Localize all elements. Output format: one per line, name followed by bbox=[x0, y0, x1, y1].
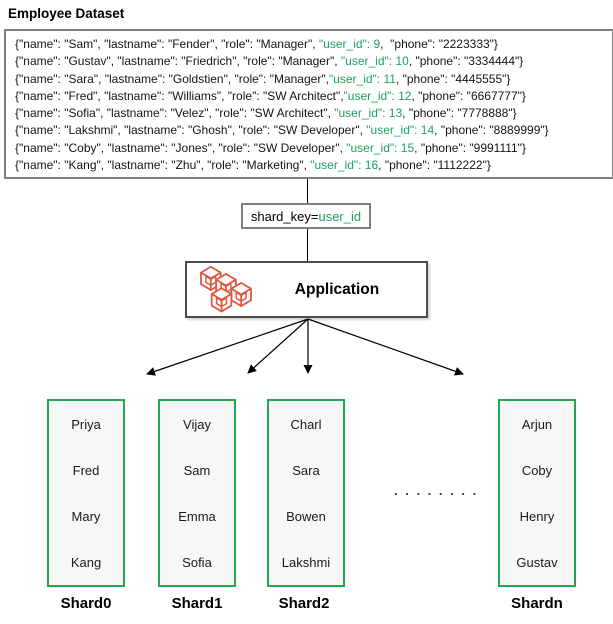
application-box: Application bbox=[185, 261, 428, 318]
shard-entry: Henry bbox=[519, 508, 555, 524]
dataset-record: {"name": "Sofia", "lastname": "Velez", "… bbox=[15, 105, 612, 122]
shard-entry: Vijay bbox=[183, 416, 211, 432]
dataset-record: {"name": "Gustav", "lastname": "Friedric… bbox=[15, 53, 612, 70]
record-text: , "phone": "7778888"} bbox=[402, 106, 517, 121]
shard-entry: Fred bbox=[72, 462, 100, 478]
shard-entry: Mary bbox=[71, 508, 101, 524]
record-text: , "phone": "9991111"} bbox=[414, 140, 526, 155]
record-text: , "phone": "1112222"} bbox=[378, 158, 491, 173]
shard-entry: Arjun bbox=[521, 416, 553, 432]
record-shard-key: "user_id": 9 bbox=[318, 37, 381, 51]
cubes-icon bbox=[200, 265, 252, 312]
shard-entry: Coby bbox=[521, 462, 553, 478]
shard-entry: Charl bbox=[290, 416, 322, 432]
dataset-record: {"name": "Lakshmi", "lastname": "Ghosh",… bbox=[15, 122, 612, 139]
record-text: , "phone": "2223333"} bbox=[380, 37, 498, 51]
record-text: {"name": "Lakshmi", "lastname": "Ghosh",… bbox=[15, 123, 367, 138]
shard-entry: Sam bbox=[183, 462, 211, 478]
shardn-label: Shardn bbox=[511, 595, 563, 612]
record-text: {"name": "Sam", "lastname": "Fender", "r… bbox=[15, 37, 319, 51]
shard-key-box: shard_key=user_id bbox=[241, 203, 371, 229]
shard-entry: Gustav bbox=[516, 554, 558, 570]
record-text: {"name": "Kang", "lastname": "Zhu", "rol… bbox=[15, 158, 311, 173]
shard0-box: Priya Fred Mary Kang bbox=[47, 399, 125, 587]
record-shard-key: "user_id": 14 bbox=[366, 123, 435, 138]
shard-entry: Bowen bbox=[286, 508, 326, 524]
shardn-box: Arjun Coby Henry Gustav bbox=[498, 399, 576, 587]
dataset-record: {"name": "Sam", "lastname": "Fender", "r… bbox=[15, 36, 612, 53]
record-shard-key: "user_id": 10 bbox=[340, 54, 409, 69]
application-label: Application bbox=[294, 280, 380, 298]
shard2-box: Charl Sara Bowen Lakshmi bbox=[267, 399, 345, 587]
record-text: {"name": "Gustav", "lastname": "Friedric… bbox=[15, 54, 341, 69]
record-text: {"name": "Coby", "lastname": "Jones", "r… bbox=[15, 140, 347, 155]
fanout-arrows bbox=[146, 318, 464, 376]
dataset-record: {"name": "Kang", "lastname": "Zhu", "rol… bbox=[15, 157, 612, 174]
shard-entry: Sara bbox=[292, 462, 320, 478]
dataset-record: {"name": "Sara", "lastname": "Goldstien"… bbox=[15, 71, 612, 88]
dataset-record: {"name": "Fred", "lastname": "Williams",… bbox=[15, 88, 612, 105]
record-text: , "phone": "8889999"} bbox=[434, 123, 549, 138]
page-title: Employee Dataset bbox=[8, 6, 125, 21]
record-text: , "phone": "6667777"} bbox=[411, 88, 526, 103]
record-shard-key: "user_id": 12 bbox=[343, 88, 412, 103]
record-text: , "phone": "3334444"} bbox=[408, 54, 524, 69]
shard1-label: Shard1 bbox=[171, 595, 223, 612]
shard-entry: Emma bbox=[178, 508, 216, 524]
shard-entry: Kang bbox=[70, 554, 102, 570]
more-shards-ellipsis: . . . . . . . . bbox=[394, 483, 479, 498]
dataset-record: {"name": "Coby", "lastname": "Jones", "r… bbox=[15, 140, 612, 157]
record-shard-key: "user_id": 16 bbox=[310, 158, 379, 173]
record-text: {"name": "Sofia", "lastname": "Velez", "… bbox=[15, 106, 335, 121]
shard0-label: Shard0 bbox=[60, 595, 112, 612]
record-text: , "phone": "4445555"} bbox=[395, 71, 511, 86]
record-shard-key: "user_id": 13 bbox=[334, 106, 403, 121]
record-text: {"name": "Sara", "lastname": "Goldstien"… bbox=[15, 71, 329, 86]
shard1-box: Vijay Sam Emma Sofia bbox=[158, 399, 236, 587]
shard2-label: Shard2 bbox=[278, 595, 330, 612]
shard-key-value: user_id bbox=[318, 208, 362, 224]
record-shard-key: "user_id": 15 bbox=[346, 140, 415, 155]
employee-dataset-box: {"name": "Sam", "lastname": "Fender", "r… bbox=[4, 29, 613, 179]
shard-key-prefix: shard_key= bbox=[250, 208, 319, 224]
record-shard-key: "user_id": 11 bbox=[328, 71, 396, 86]
record-text: {"name": "Fred", "lastname": "Williams",… bbox=[15, 88, 344, 103]
shard-entry: Priya bbox=[71, 416, 101, 432]
shard-entry: Sofia bbox=[182, 554, 212, 570]
shard-entry: Lakshmi bbox=[281, 554, 331, 570]
